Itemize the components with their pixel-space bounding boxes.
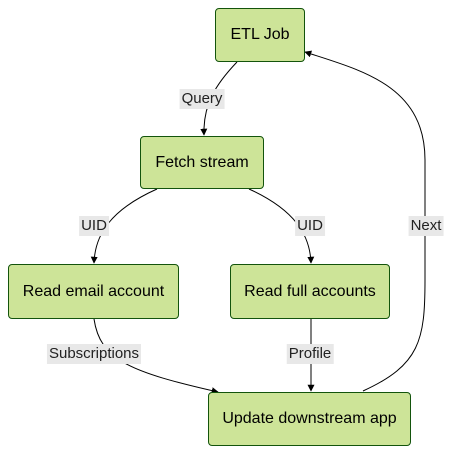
node-read-full-accounts-label: Read full accounts <box>244 282 376 300</box>
node-update-downstream-app[interactable]: Update downstream app <box>208 392 411 446</box>
node-read-email-account[interactable]: Read email account <box>8 264 179 319</box>
edge-label-query: Query <box>179 89 225 109</box>
edge-label-uid-right: UID <box>295 216 325 236</box>
node-etl-job-label: ETL Job <box>230 26 290 43</box>
node-fetch-stream-label: Fetch stream <box>155 153 249 171</box>
node-update-downstream-app-label: Update downstream app <box>222 410 397 427</box>
edge-update-to-etl <box>304 50 426 392</box>
edge-label-profile: Profile <box>286 344 334 364</box>
node-read-full-accounts[interactable]: Read full accounts <box>230 264 390 319</box>
edge-label-subscriptions: Subscriptions <box>46 344 142 364</box>
edge-label-uid-left: UID <box>79 216 109 236</box>
edge-label-next: Next <box>408 216 444 236</box>
node-fetch-stream[interactable]: Fetch stream <box>140 136 264 189</box>
node-etl-job[interactable]: ETL Job <box>215 8 305 62</box>
node-read-email-account-label: Read email account <box>22 282 165 300</box>
